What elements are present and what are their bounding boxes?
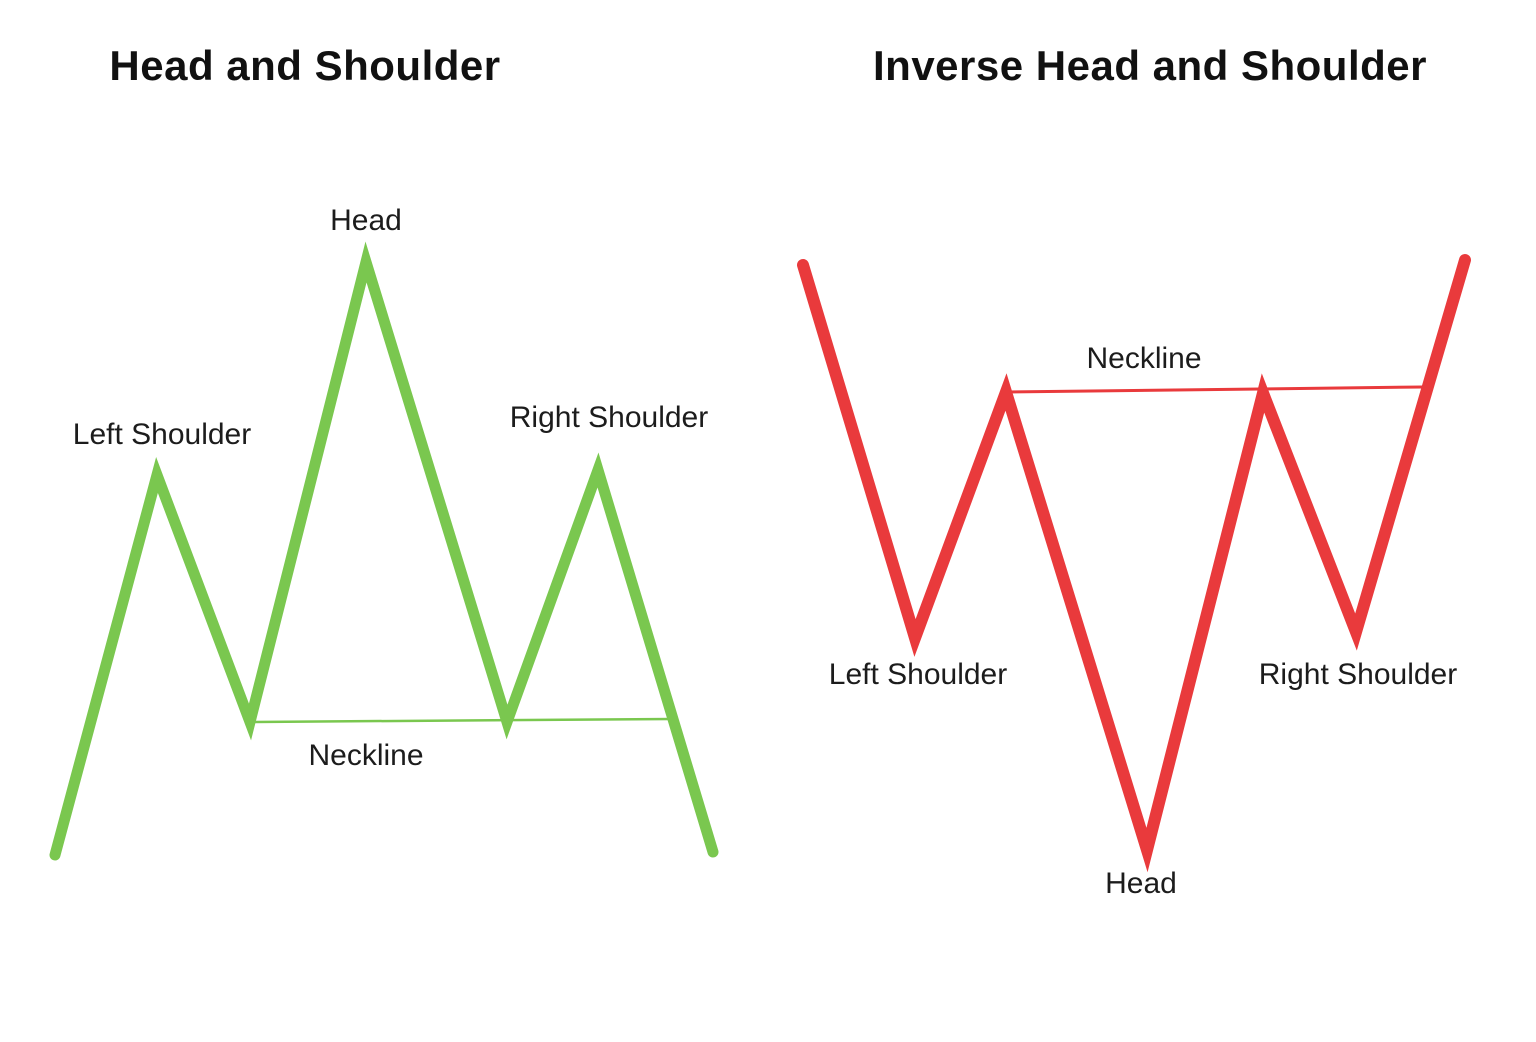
head-and-shoulder-right-shoulder-label: Right Shoulder [509, 401, 709, 434]
head-and-shoulder-neckline [249, 717, 673, 724]
head-and-shoulder-title: Head and Shoulder [109, 42, 501, 89]
inverse-head-and-shoulder-neckline [1005, 385, 1424, 394]
inverse-head-and-shoulder-neckline-label: Neckline [1086, 342, 1202, 375]
inverse-head-and-shoulder-pattern-line [797, 254, 1471, 873]
inverse-head-and-shoulder-head-label: Head [1105, 867, 1177, 900]
inverse-head-and-shoulder-title: Inverse Head and Shoulder [873, 42, 1427, 89]
head-and-shoulder-head-label: Head [330, 204, 402, 237]
inverse-head-and-shoulder-left-shoulder-label: Left Shoulder [828, 658, 1008, 691]
head-and-shoulder-neckline-label: Neckline [308, 739, 424, 772]
inverse-head-and-shoulder-right-shoulder-label: Right Shoulder [1258, 658, 1458, 691]
head-and-shoulder-pattern-line [49, 241, 719, 861]
head-and-shoulder-group [49, 241, 719, 861]
inverse-head-and-shoulder-group [797, 254, 1471, 873]
head-and-shoulder-left-shoulder-label: Left Shoulder [72, 418, 252, 451]
